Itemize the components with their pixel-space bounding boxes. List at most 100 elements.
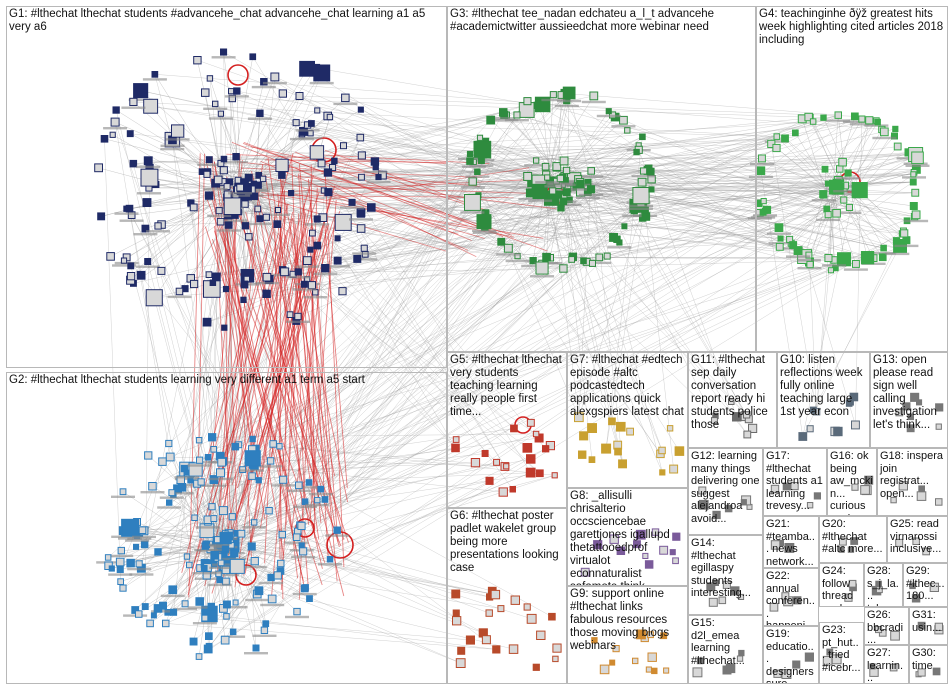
node-g1[interactable] [206, 75, 214, 82]
node-g2[interactable] [231, 442, 240, 451]
node-g6[interactable] [536, 630, 546, 640]
node-g1[interactable] [140, 168, 159, 187]
node-g2[interactable] [299, 547, 308, 556]
node-g9[interactable] [591, 637, 598, 644]
node-g18[interactable] [898, 481, 909, 491]
node-g5[interactable] [498, 487, 508, 497]
node-g21[interactable] [784, 543, 795, 553]
node-g1[interactable] [190, 279, 199, 289]
node-g2[interactable] [220, 635, 230, 645]
node-g2[interactable] [252, 644, 260, 652]
node-g1[interactable] [240, 280, 249, 289]
node-g1[interactable] [292, 119, 300, 127]
node-g5[interactable] [532, 430, 540, 438]
node-g9[interactable] [632, 657, 639, 665]
node-g2[interactable] [221, 545, 230, 553]
node-g4[interactable] [878, 253, 887, 262]
node-g3[interactable] [619, 115, 628, 125]
node-g2[interactable] [177, 483, 187, 492]
node-g2[interactable] [195, 653, 203, 660]
node-g1[interactable] [358, 173, 365, 181]
node-g3[interactable] [542, 252, 551, 262]
node-g13[interactable] [935, 423, 942, 430]
node-g7[interactable] [587, 423, 597, 434]
node-g8[interactable] [651, 528, 660, 536]
node-g7[interactable] [578, 450, 587, 459]
node-g2[interactable] [210, 446, 217, 453]
node-g3[interactable] [621, 223, 628, 230]
node-g14[interactable] [722, 580, 731, 589]
node-g1[interactable] [202, 317, 212, 327]
node-g1[interactable] [313, 215, 321, 223]
node-g1[interactable] [204, 191, 214, 200]
node-g25[interactable] [912, 537, 920, 545]
node-g5[interactable] [503, 463, 510, 470]
node-g17[interactable] [782, 482, 791, 491]
node-g2[interactable] [108, 565, 115, 572]
node-g31[interactable] [934, 622, 944, 632]
node-g29[interactable] [929, 582, 940, 593]
node-g5[interactable] [470, 458, 481, 468]
node-g2[interactable] [104, 554, 112, 561]
node-g5[interactable] [481, 450, 489, 457]
node-g2[interactable] [292, 533, 301, 542]
node-g6[interactable] [510, 595, 521, 605]
node-g2[interactable] [267, 594, 277, 604]
node-g3[interactable] [535, 261, 549, 275]
node-g18[interactable] [890, 496, 897, 504]
node-g2[interactable] [210, 515, 218, 522]
node-g27[interactable] [889, 663, 898, 672]
node-g2[interactable] [232, 599, 239, 606]
node-g4[interactable] [865, 116, 874, 125]
node-g11[interactable] [728, 398, 735, 405]
node-g1[interactable] [348, 198, 356, 206]
node-g9[interactable] [609, 659, 616, 666]
node-g2[interactable] [244, 450, 261, 467]
node-g1[interactable] [109, 131, 116, 138]
node-g1[interactable] [259, 175, 267, 183]
node-g2[interactable] [191, 514, 198, 521]
node-g1[interactable] [360, 244, 368, 252]
node-g6[interactable] [526, 613, 537, 624]
node-g18[interactable] [935, 498, 943, 506]
node-g4[interactable] [844, 169, 852, 177]
node-g1[interactable] [357, 151, 366, 160]
node-g1[interactable] [143, 98, 159, 114]
node-g6[interactable] [451, 589, 461, 599]
node-g2[interactable] [168, 489, 176, 497]
node-g2[interactable] [295, 481, 303, 490]
node-g29[interactable] [909, 582, 916, 590]
node-g8[interactable] [609, 534, 619, 544]
node-g2[interactable] [262, 620, 270, 627]
node-g12[interactable] [698, 486, 707, 495]
node-g3[interactable] [552, 162, 562, 171]
node-g22[interactable] [793, 596, 802, 605]
node-g3[interactable] [568, 256, 575, 263]
node-g2[interactable] [277, 559, 285, 568]
node-g13[interactable] [910, 392, 920, 402]
node-g20[interactable] [839, 537, 847, 546]
node-g2[interactable] [126, 558, 135, 568]
node-g22[interactable] [781, 592, 790, 601]
node-g17[interactable] [806, 502, 814, 509]
node-g19[interactable] [781, 669, 792, 679]
node-g2[interactable] [223, 600, 231, 609]
node-g12[interactable] [740, 499, 747, 506]
node-g4[interactable] [911, 210, 921, 220]
node-g20[interactable] [850, 537, 859, 545]
node-g6[interactable] [552, 643, 562, 653]
node-g2[interactable] [119, 488, 127, 496]
node-g1[interactable] [129, 159, 138, 168]
node-g2[interactable] [221, 565, 231, 575]
node-g6[interactable] [481, 635, 491, 645]
node-g5[interactable] [526, 418, 535, 427]
node-g3[interactable] [632, 187, 650, 205]
node-g1[interactable] [171, 124, 185, 138]
node-g17[interactable] [790, 482, 799, 491]
node-g13[interactable] [895, 408, 904, 417]
node-g6[interactable] [532, 663, 540, 671]
node-g1[interactable] [212, 272, 221, 282]
node-g5[interactable] [536, 469, 544, 478]
node-g3[interactable] [633, 148, 640, 156]
node-g2[interactable] [153, 604, 163, 613]
